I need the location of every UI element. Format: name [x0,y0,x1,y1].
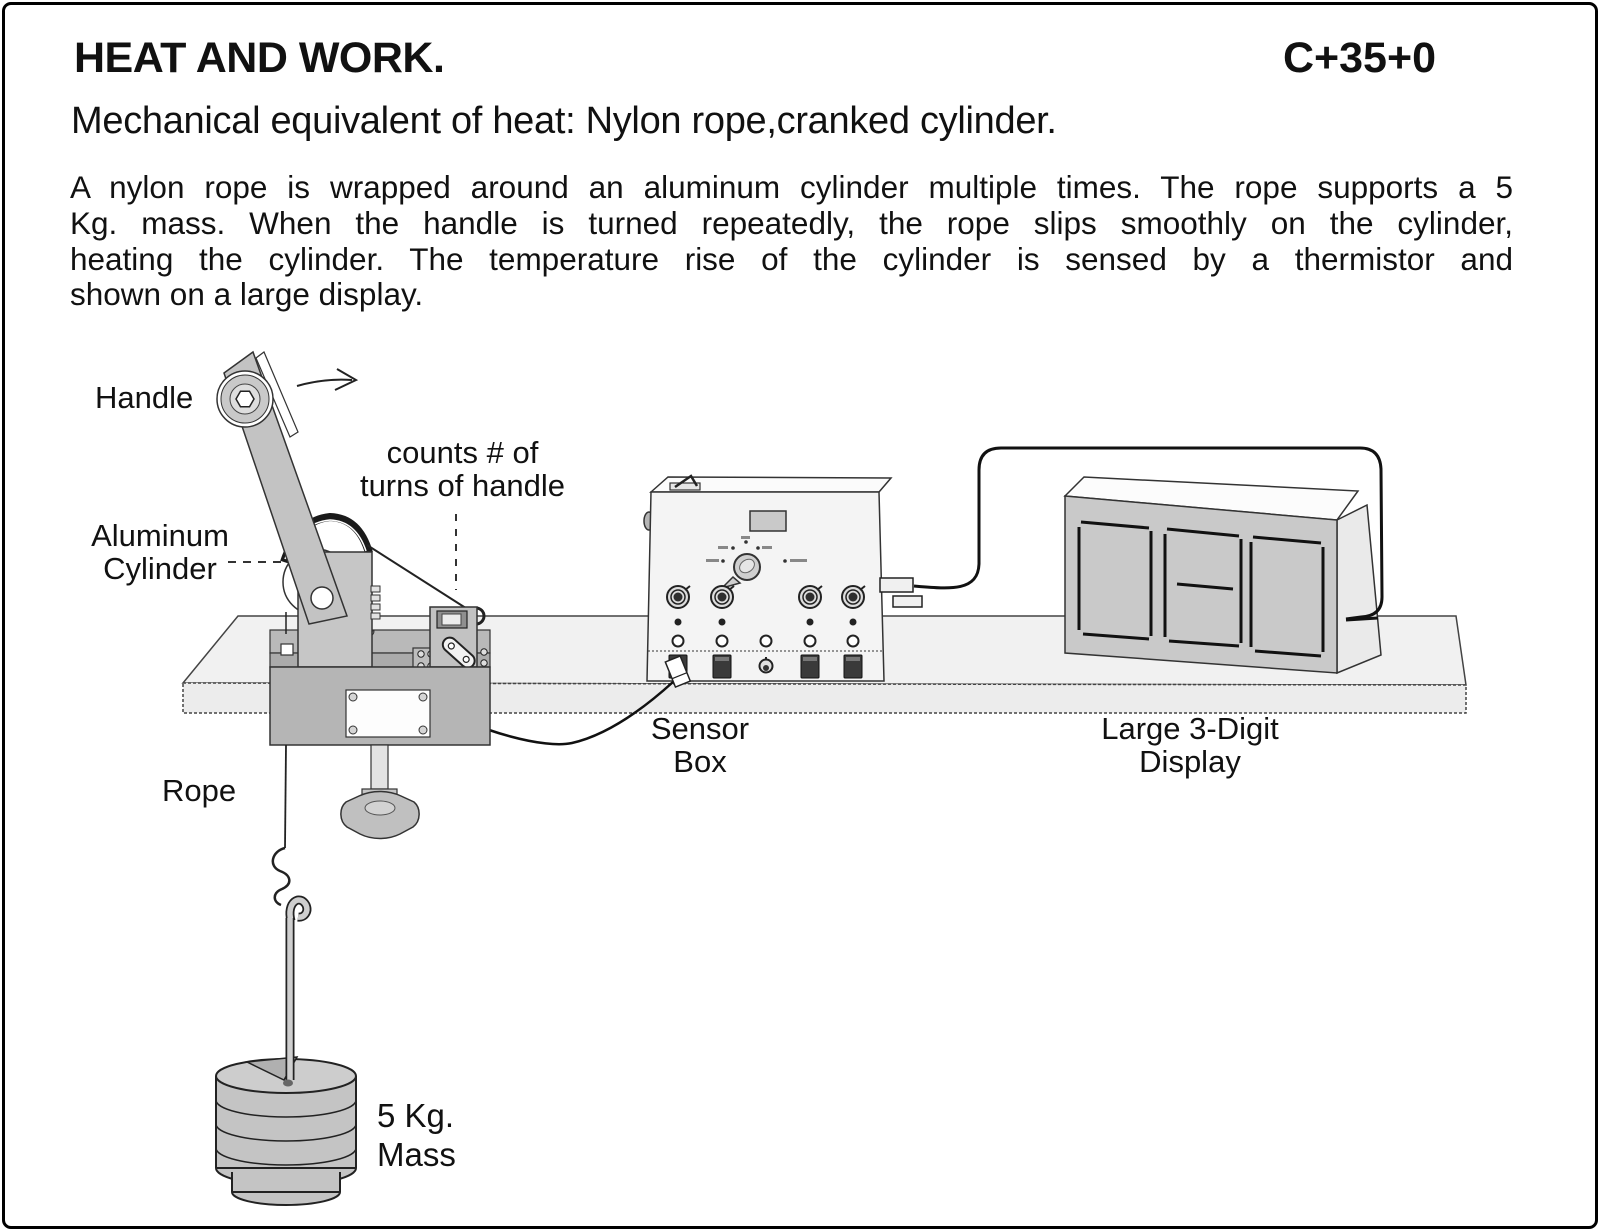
label-sensor-box: Sensor Box [600,712,800,778]
crank-handle[interactable] [216,370,274,428]
counter-cord [366,544,473,613]
page-subtitle: Mechanical equivalent of heat: Nylon rop… [71,100,1057,142]
label-cylinder-line2: Cylinder [103,551,217,586]
turn-counter [412,606,488,673]
rotation-arrow-icon [296,368,359,391]
description-line: Kg. mass. When the handle is turned repe… [70,204,1513,241]
page-title: HEAT AND WORK. [74,34,445,82]
label-rope: Rope [162,773,237,808]
digit-segments [1077,520,1325,658]
jack-holes[interactable] [671,634,860,648]
clamp-screw-rod [370,744,389,790]
bottom-connectors[interactable] [664,654,863,689]
label-cylinder-line1: Aluminum [91,518,229,553]
rope-hanging [284,744,287,849]
description-paragraph: A nylon rope is wrapped around an alumin… [70,169,1513,313]
label-mass-line2: Mass [377,1136,456,1173]
description-line: shown on a large display. [70,276,424,313]
hex-nut-icon [235,390,255,408]
label-aluminum-cylinder: Aluminum Cylinder [55,519,265,585]
terminal-teeth [370,585,381,620]
label-sensor-line2: Box [673,744,727,779]
table-clamp [269,666,491,840]
carry-handle-icon [669,474,701,491]
label-display-line2: Display [1139,744,1241,779]
counter-lever [441,636,476,669]
knob-setting-dots [721,540,787,563]
label-mass-line1: 5 Kg. [377,1097,455,1134]
description-line: heating the cylinder. The temperature ri… [70,240,1513,277]
selector-knob[interactable] [706,536,807,590]
catalog-code: C+35+0 [1282,34,1436,82]
knob-setting-marks [706,536,807,562]
sensor-display-window [749,510,787,532]
label-counter: counts # of turns of handle [340,436,585,502]
label-display-line1: Large 3-Digit [1101,711,1279,746]
hook-rod [283,895,312,1087]
label-counter-line2: turns of handle [359,468,566,503]
label-sensor-line1: Sensor [650,711,750,746]
clamp-plate [345,689,431,738]
bnc-connectors[interactable] [666,585,866,609]
mass-hole [283,1079,293,1087]
label-mass: 5 Kg. Mass [377,1096,456,1174]
output-plugs[interactable] [879,577,923,608]
led-indicators [674,618,857,626]
label-large-display: Large 3-Digit Display [1078,712,1302,778]
label-counter-line1: counts # of [386,435,539,470]
pivot-axle [310,586,334,610]
label-handle: Handle [95,380,194,415]
sensor-to-display-cable [913,446,1384,621]
s-hook [271,846,291,907]
rope-slot [280,643,294,656]
large-display [1063,476,1382,675]
arm-strip [255,351,299,438]
description-line: A nylon rope is wrapped around an alumin… [70,169,1513,205]
sensor-box [643,474,923,689]
sensor-plug[interactable] [664,655,692,689]
